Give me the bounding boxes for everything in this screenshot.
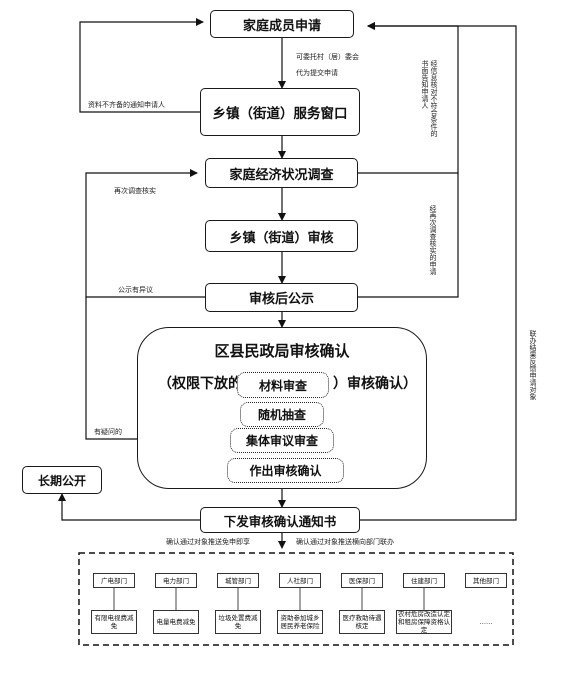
loop-incomplete	[79, 18, 204, 113]
department-service-box: 电量电费减免	[153, 610, 199, 634]
note-doubt: 有疑问的	[94, 428, 122, 436]
node-publicity: 审核后公示	[205, 283, 358, 312]
county-sub-right: ）审核确认）	[333, 376, 417, 392]
note-feedback: 联办结果反馈申请对象	[529, 330, 537, 400]
department-box: 广电部门	[93, 573, 135, 588]
step-collective-review: 集体审议审查	[230, 428, 334, 453]
department-service-box: 农村危房改造认定和租房保障资格认定	[396, 610, 452, 634]
county-sub-left: （权限下放的	[158, 376, 242, 392]
department-box: 其他部门	[465, 573, 507, 588]
loop-not-qualified	[358, 22, 459, 174]
step-random-check: 随机抽查	[240, 402, 324, 427]
loop-feedback	[360, 22, 517, 521]
node-notice: 下发审核确认通知书	[200, 507, 360, 533]
node-survey: 家庭经济状况调查	[205, 158, 358, 188]
note-objection: 公示有异议	[118, 286, 153, 294]
department-box: 电力部门	[155, 573, 197, 588]
department-service-box: 垃圾处置费减免	[215, 610, 261, 634]
department-box: 人社部门	[279, 573, 321, 588]
loop-objection	[85, 169, 205, 298]
note-confirm-right: 确认通过对象推送横向部门联办	[296, 538, 394, 546]
note-incomplete: 资料不齐备的通知申请人	[88, 101, 165, 109]
loop-recheck-applied	[358, 173, 459, 298]
note-recheck-applied: 经再次调查核实的申请	[429, 205, 437, 275]
step-make-confirm: 作出审核确认	[227, 458, 344, 483]
note-entrust-1: 可委托村（居）委会	[296, 53, 359, 61]
node-township-review: 乡镇（街道）审核	[205, 220, 358, 252]
department-service-box: ……	[463, 610, 509, 634]
note-confirm-left: 确认通过对象推送免申即享	[166, 538, 250, 546]
node-long-term: 长期公开	[22, 466, 102, 494]
step-material-review: 材料审查	[237, 372, 329, 398]
note-entrust-2: 代为提交申请	[296, 69, 338, 77]
department-box: 城管部门	[217, 573, 259, 588]
note-recheck: 再次调查核实	[114, 187, 156, 195]
node-window: 乡镇（街道）服务窗口	[200, 88, 360, 136]
node-apply: 家庭成员申请	[210, 10, 354, 38]
department-service-box: 有限电视费减免	[91, 610, 137, 634]
department-service-box: 资助参加城乡居民养老保险	[277, 610, 323, 634]
departments-container	[78, 552, 514, 646]
arrow-notice-longterm	[58, 493, 200, 521]
department-box: 医保部门	[341, 573, 383, 588]
county-title: 区县民政局审核确认	[214, 342, 350, 360]
note-not-qualified: 经信息核对不符合条件的书面告知申请人	[421, 60, 438, 137]
department-box: 住建部门	[403, 573, 445, 588]
department-service-box: 医疗救助待遇核定	[339, 610, 385, 634]
